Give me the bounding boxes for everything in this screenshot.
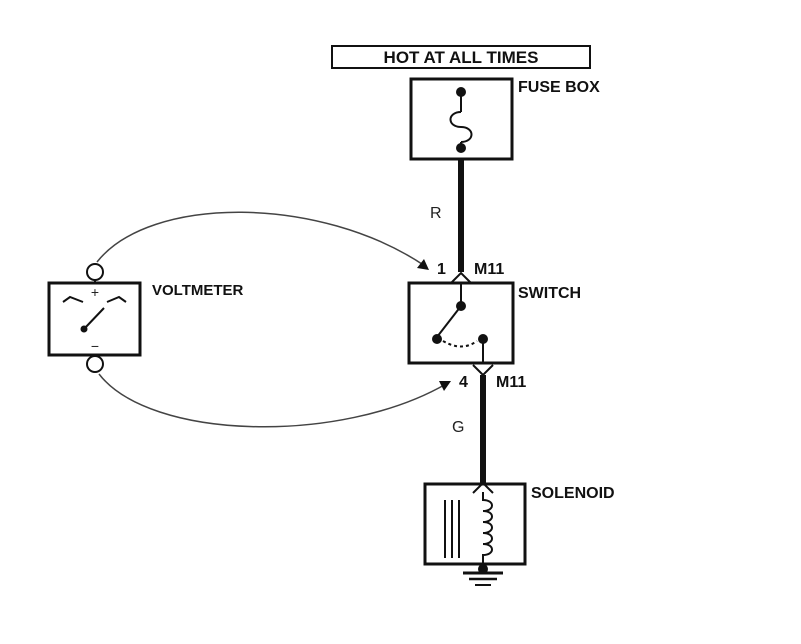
voltmeter-positive-probe — [86, 263, 104, 281]
voltmeter-plus-sign: + — [91, 284, 99, 300]
switch-label: SWITCH — [518, 285, 581, 302]
connector-m11-bottom-label: M11 — [496, 374, 526, 391]
fuse-icon — [449, 111, 473, 143]
switch: SWITCH — [407, 281, 581, 365]
voltmeter-needle — [83, 307, 105, 330]
test-lead-negative — [98, 373, 447, 428]
pin-4-label: 4 — [459, 374, 468, 391]
solenoid: SOLENOID — [423, 481, 615, 566]
switch-contact-arm — [436, 305, 462, 338]
hot-at-all-times-label: HOT AT ALL TIMES — [384, 48, 539, 67]
connector-m11-top: 1 M11 — [437, 261, 504, 284]
wire-g-label: G — [452, 419, 464, 436]
voltmeter: + − VOLTMETER — [47, 263, 244, 373]
voltmeter-minus-sign: − — [91, 338, 99, 354]
voltmeter-label: VOLTMETER — [152, 282, 244, 299]
ground-icon — [463, 564, 503, 586]
voltmeter-negative-probe — [86, 355, 104, 373]
connector-m11-bottom: 4 M11 — [459, 364, 526, 391]
coil-icon — [482, 492, 493, 566]
test-lead-positive — [96, 211, 426, 267]
wire-r-label: R — [430, 205, 442, 222]
solenoid-label: SOLENOID — [531, 485, 615, 502]
fuse-box-label: FUSE BOX — [518, 79, 600, 96]
connector-m11-top-label: M11 — [474, 261, 504, 278]
hot-at-all-times-banner: HOT AT ALL TIMES — [331, 45, 591, 69]
pin-1-label: 1 — [437, 261, 446, 278]
fuse-box: FUSE BOX — [409, 77, 600, 161]
